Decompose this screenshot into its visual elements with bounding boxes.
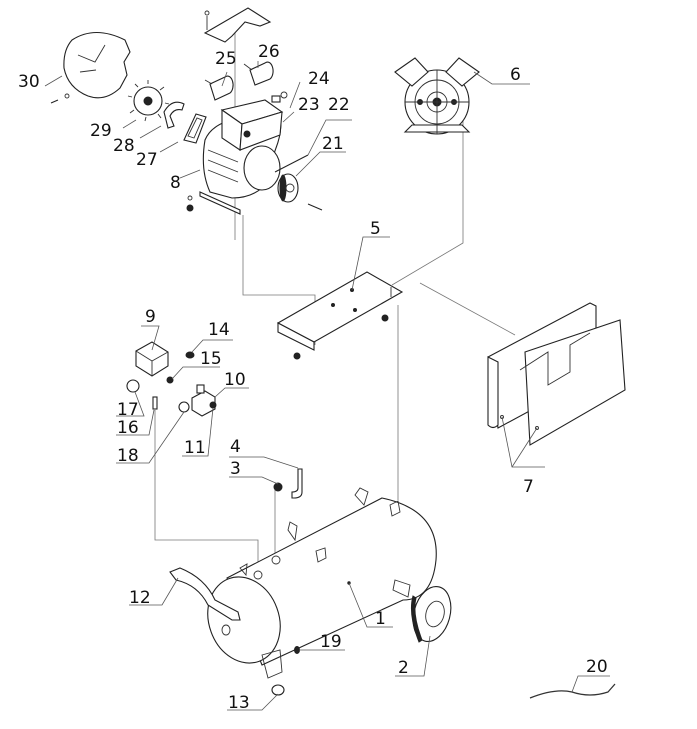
label-27[interactable]: 27	[136, 150, 158, 170]
label-3[interactable]: 3	[230, 459, 241, 479]
part-24-cable-gland[interactable]	[271, 91, 288, 103]
part-11-safety-valve[interactable]	[209, 401, 217, 409]
part-27-rear-cover[interactable]	[183, 113, 207, 144]
part-29-fan[interactable]	[127, 80, 170, 122]
label-29[interactable]: 29	[90, 121, 112, 141]
part-26-start-capacitor[interactable]	[243, 61, 274, 86]
tank-brackets	[239, 487, 411, 679]
label-30[interactable]: 30	[18, 72, 40, 92]
label-2[interactable]: 2	[398, 658, 409, 678]
label-10[interactable]: 10	[224, 370, 246, 390]
label-15[interactable]: 15	[200, 349, 222, 369]
part-19-drain-valve[interactable]	[294, 646, 300, 654]
label-6[interactable]: 6	[510, 65, 521, 85]
part-2-wheel[interactable]	[407, 582, 456, 645]
part-labels: 30 29 28 27 8 25 26 24 23 22 21 6 5 7 9 …	[18, 42, 608, 713]
label-16[interactable]: 16	[117, 418, 139, 438]
motor-foot-bolt	[186, 195, 194, 212]
label-26[interactable]: 26	[258, 42, 280, 62]
label-17[interactable]: 17	[117, 400, 139, 420]
capacitor-cover-plate[interactable]	[203, 7, 272, 43]
part-22-key[interactable]	[274, 154, 309, 173]
label-19[interactable]: 19	[320, 632, 342, 652]
label-9[interactable]: 9	[145, 307, 156, 327]
part-14-fitting[interactable]	[185, 351, 195, 359]
label-24[interactable]: 24	[308, 69, 330, 89]
part-13-rubber-foot[interactable]	[271, 684, 285, 696]
label-7[interactable]: 7	[523, 477, 534, 497]
label-21[interactable]: 21	[322, 134, 344, 154]
label-14[interactable]: 14	[208, 320, 230, 340]
part-15-connector[interactable]	[166, 376, 174, 384]
part-4-discharge-pipe[interactable]	[291, 468, 303, 499]
part-1-receiver-tank[interactable]	[196, 487, 437, 679]
part-16-pressure-pipe[interactable]	[152, 396, 158, 410]
label-4[interactable]: 4	[230, 437, 241, 457]
part-10-manifold-block[interactable]	[191, 384, 216, 417]
part-3-check-valve[interactable]	[273, 482, 283, 492]
leader-lines	[44, 61, 610, 711]
part-5-mounting-plate[interactable]	[276, 271, 404, 360]
label-22[interactable]: 22	[328, 95, 350, 115]
part-17-tank-gauge[interactable]	[126, 379, 140, 393]
part-9-pressure-switch[interactable]	[135, 341, 169, 377]
label-23[interactable]: 23	[298, 95, 320, 115]
part-8-motor[interactable]	[186, 99, 284, 215]
label-1[interactable]: 1	[375, 609, 386, 629]
part-7-belt-guard[interactable]	[487, 302, 626, 446]
part-25-run-capacitor[interactable]	[204, 75, 234, 101]
label-28[interactable]: 28	[113, 136, 135, 156]
label-12[interactable]: 12	[129, 588, 151, 608]
label-25[interactable]: 25	[215, 49, 237, 69]
label-5[interactable]: 5	[370, 219, 381, 239]
part-18-outlet-gauge[interactable]	[178, 401, 190, 413]
label-13[interactable]: 13	[228, 693, 250, 713]
label-11[interactable]: 11	[184, 438, 206, 458]
part-6-pump-head[interactable]	[394, 57, 480, 135]
part-28-clip[interactable]	[163, 101, 185, 129]
part-30-fan-cover[interactable]	[50, 31, 131, 104]
label-8[interactable]: 8	[170, 173, 181, 193]
label-20[interactable]: 20	[586, 657, 608, 677]
part-12-handle[interactable]	[169, 567, 241, 621]
label-18[interactable]: 18	[117, 446, 139, 466]
part-21-motor-pulley[interactable]	[277, 173, 323, 211]
